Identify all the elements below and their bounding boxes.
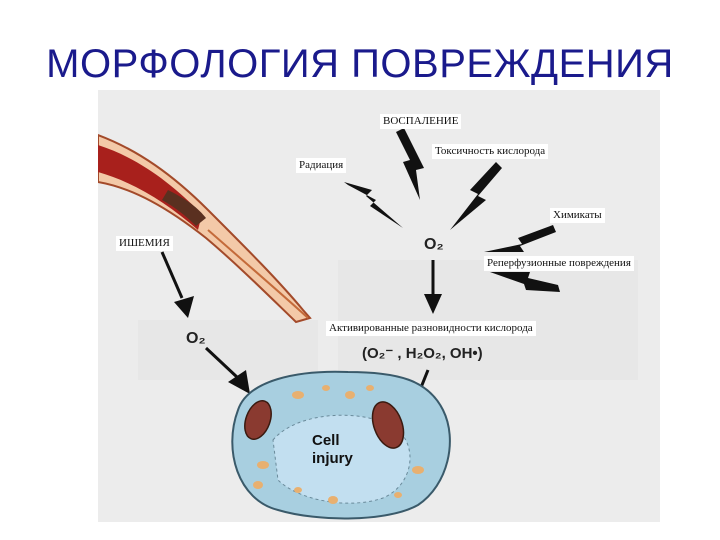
label-inflammation: ВОСПАЛЕНИЕ [380, 114, 462, 129]
label-reperfusion: Реперфузионные повреждения [484, 256, 634, 271]
cell-label-line2: injury [312, 450, 353, 467]
cell-label-line1: Cell [312, 432, 340, 449]
label-chemicals: Химикаты [550, 208, 605, 223]
center-o2-symbol: O₂ [424, 236, 444, 253]
label-oxygen-toxicity: Токсичность кислорода [432, 144, 549, 159]
slide-title: МОРФОЛОГИЯ ПОВРЕЖДЕНИЯ [46, 42, 674, 86]
ros-formula: (O₂⁻ , H₂O₂, OH•) [362, 345, 483, 362]
cell-label: Cell injury [312, 432, 353, 468]
lightning-arrows [344, 128, 560, 292]
diagram-artwork [98, 90, 660, 522]
label-ischemia: ИШЕМИЯ [116, 236, 173, 251]
label-ros-heading: Активированные разновидности кислорода [326, 321, 536, 336]
ischemia-o2-symbol: O₂ [186, 330, 206, 347]
blood-vessel [98, 133, 312, 324]
injured-cell [231, 370, 451, 520]
diagram-figure: ВОСПАЛЕНИЕ Токсичность кислорода Радиаци… [98, 90, 660, 522]
label-radiation: Радиация [296, 158, 347, 173]
